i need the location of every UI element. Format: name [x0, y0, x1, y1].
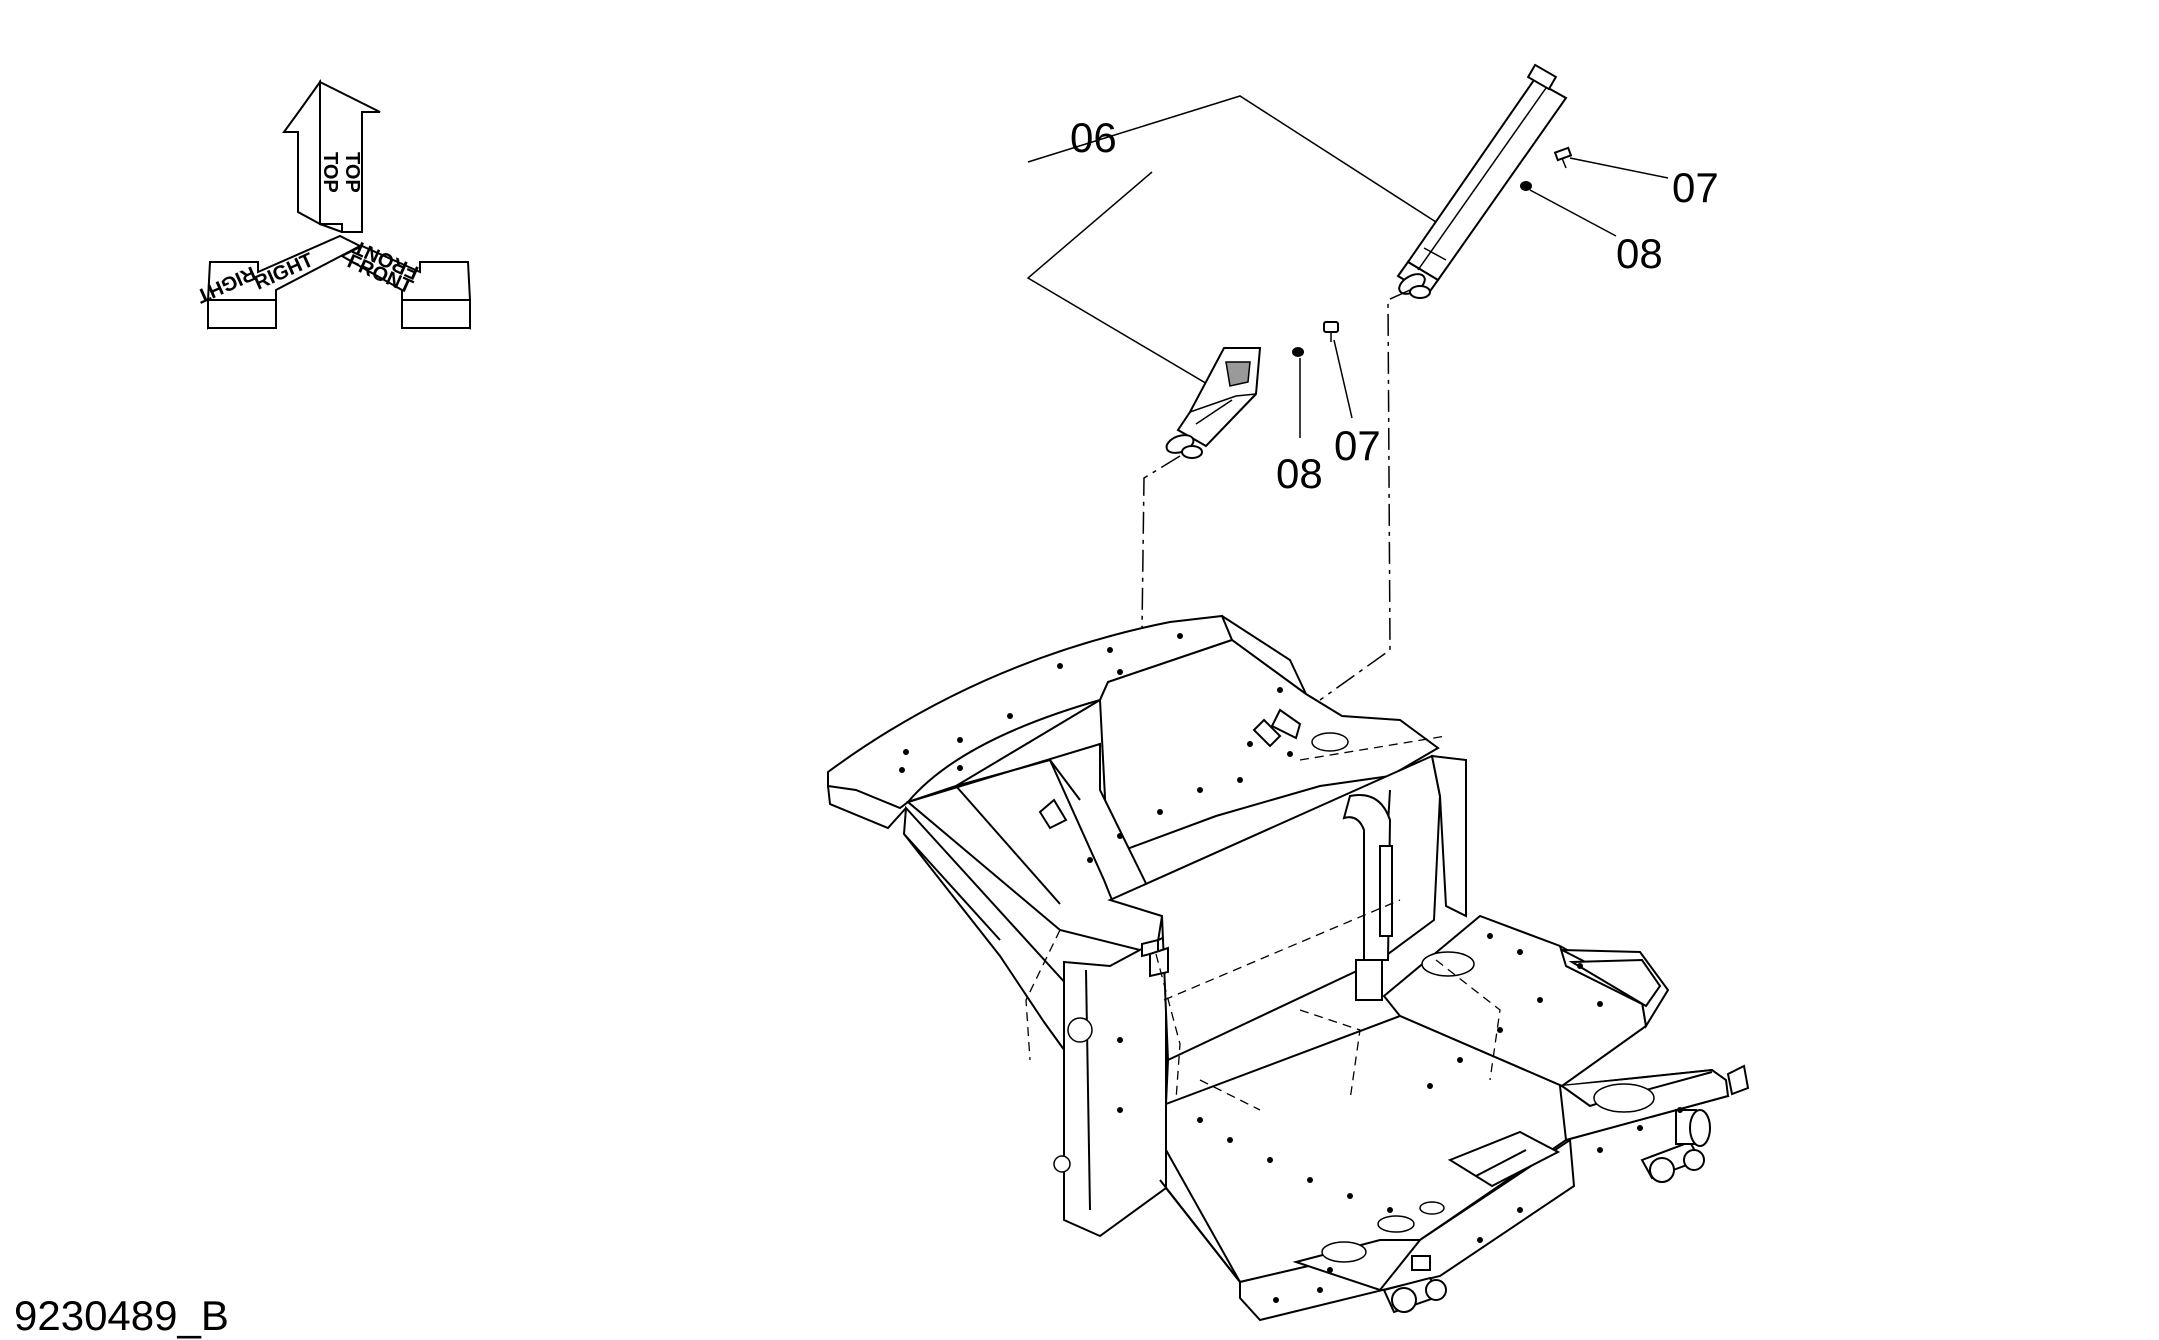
fastener-dot — [1597, 1001, 1603, 1007]
fastener-dot — [1427, 1083, 1433, 1089]
drawing-number: 9230489_B — [14, 1292, 229, 1339]
fastener-dot — [1487, 933, 1493, 939]
fastener-dot — [1287, 751, 1293, 757]
mount-line-upper — [1319, 289, 1411, 701]
fastener-dot — [899, 767, 905, 773]
fastener-dot — [1387, 1207, 1393, 1213]
hidden-lines — [1025, 735, 1501, 1111]
seat-frame — [827, 614, 1750, 1322]
callout-07-lower: 07 — [1334, 422, 1381, 469]
fastener-dot — [957, 765, 963, 771]
top-label-mirror: TOP — [341, 152, 363, 193]
fastener-dot — [1307, 1177, 1313, 1183]
fastener-dot — [1537, 997, 1543, 1003]
seat-belt-upper — [1396, 63, 1568, 299]
washer-08-upper-icon — [1520, 181, 1532, 191]
fastener-dot — [1577, 963, 1583, 969]
fastener-dot — [1157, 809, 1163, 815]
fastener-dot — [1517, 949, 1523, 955]
fastener-dot — [1277, 687, 1283, 693]
bolt-07-lower-icon — [1323, 321, 1339, 342]
fastener-dot — [1677, 1107, 1683, 1113]
fastener-dot — [1497, 1027, 1503, 1033]
fastener-dot — [1247, 741, 1253, 747]
right-label: RIGHT — [251, 249, 317, 294]
callout-06: 06 — [1070, 114, 1117, 161]
top-arrow-icon — [282, 78, 381, 233]
fastener-dot — [1267, 1157, 1273, 1163]
top-label: TOP — [319, 152, 341, 193]
bolt-07-upper-icon — [1553, 146, 1573, 169]
fastener-dot — [1327, 1267, 1333, 1273]
fastener-dot — [1457, 1057, 1463, 1063]
callout-08-upper: 08 — [1616, 230, 1663, 277]
fastener-dot — [1273, 1297, 1279, 1303]
fastener-dot — [1317, 1287, 1323, 1293]
right-arrow-icon — [207, 234, 363, 330]
fastener-dot — [1197, 787, 1203, 793]
callout-06-bracket — [1026, 95, 1437, 389]
fastener-dots — [899, 633, 1683, 1303]
fastener-dot — [1117, 669, 1123, 675]
fastener-dot — [1197, 1117, 1203, 1123]
fastener-dot — [1057, 663, 1063, 669]
mount-front-icon — [1382, 1255, 1447, 1314]
fastener-dot — [1517, 1207, 1523, 1213]
fastener-dot — [903, 749, 909, 755]
fastener-dot — [1477, 1237, 1483, 1243]
fastener-dot — [1117, 833, 1123, 839]
orientation-arrows: TOP TOP RIGHT RIGHT FRONT FRONT — [193, 78, 471, 330]
fastener-dot — [1087, 857, 1093, 863]
fastener-dot — [1177, 633, 1183, 639]
fastener-dot — [1117, 1107, 1123, 1113]
fastener-dot — [1597, 1147, 1603, 1153]
fastener-dot — [1237, 777, 1243, 783]
callout-07-upper: 07 — [1672, 164, 1719, 211]
callout-08-lower: 08 — [1276, 450, 1323, 497]
fastener-dot — [1107, 647, 1113, 653]
mount-right-icon — [1640, 1064, 1750, 1183]
fastener-dot — [1117, 1037, 1123, 1043]
washer-08-lower-icon — [1292, 347, 1304, 357]
fastener-dot — [1637, 1125, 1643, 1131]
seat-belt-lower — [1165, 347, 1262, 459]
fastener-dot — [957, 737, 963, 743]
fastener-dot — [1347, 1193, 1353, 1199]
fastener-dot — [1007, 713, 1013, 719]
fastener-dot — [1227, 1137, 1233, 1143]
front-arrow-icon — [339, 244, 471, 330]
